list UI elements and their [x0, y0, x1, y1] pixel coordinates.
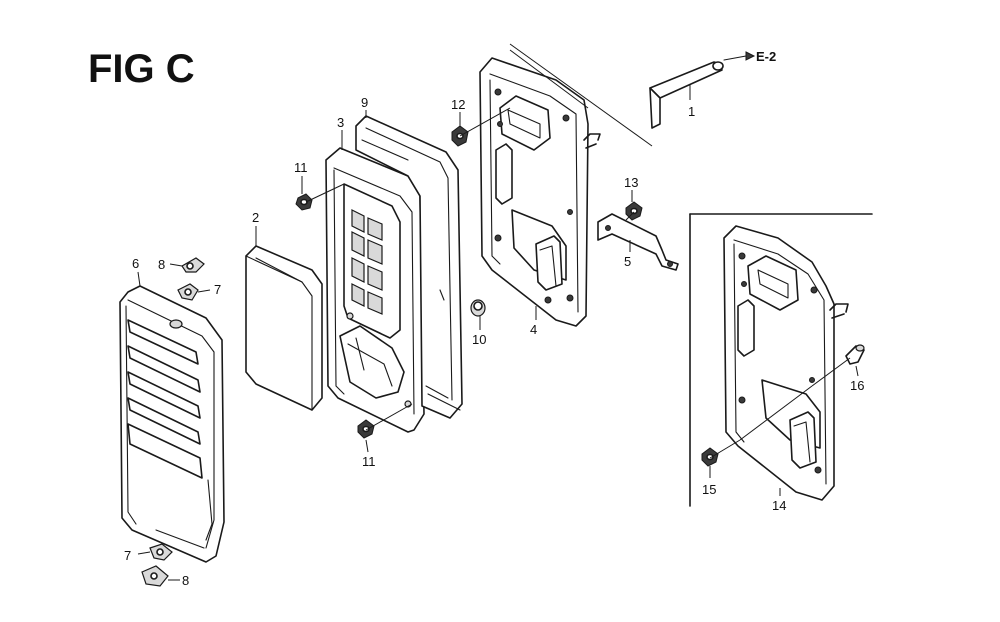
part-7-clip-bottom	[137, 543, 173, 561]
reference-label-e2: E-2	[756, 49, 776, 64]
part-1-breather-tube	[649, 61, 724, 129]
callout-16: 16	[850, 378, 864, 393]
part-4-base-plate	[479, 57, 601, 327]
callout-12: 12	[451, 97, 465, 112]
callout-10: 10	[472, 332, 486, 347]
callout-13: 13	[624, 175, 638, 190]
callout-4: 4	[530, 322, 537, 337]
part-15-nut	[701, 447, 719, 467]
callout-7-top: 7	[214, 282, 221, 297]
part-3-element-case	[325, 147, 425, 433]
callout-2: 2	[252, 210, 259, 225]
callout-14: 14	[772, 498, 786, 513]
part-8-clip-top	[169, 257, 205, 273]
callout-1: 1	[688, 104, 695, 119]
part-16-pin	[845, 344, 865, 365]
part-6-cleaner-cover	[119, 285, 225, 563]
callout-11-bottom: 11	[362, 454, 376, 469]
part-9-gasket	[355, 115, 463, 419]
leader-lines	[137, 43, 859, 496]
callout-7-bottom: 7	[124, 548, 131, 563]
callout-8-top: 8	[158, 257, 165, 272]
callout-8-bottom: 8	[182, 573, 189, 588]
figure-title: FIG C	[88, 47, 195, 91]
part-11-nut-bottom	[357, 419, 375, 439]
part-8-clip-bottom	[141, 565, 180, 587]
part-5-stay-bracket	[597, 213, 679, 271]
part-14-base-plate-alt	[723, 225, 849, 501]
callout-6: 6	[132, 256, 139, 271]
callout-9: 9	[361, 95, 368, 110]
part-10-grommet	[470, 299, 486, 317]
callout-3: 3	[337, 115, 344, 130]
part-2-filter-element	[245, 245, 323, 411]
callout-11-top: 11	[294, 160, 308, 175]
part-7-clip-top	[177, 283, 211, 301]
callout-15: 15	[702, 482, 716, 497]
callout-labels: 1 2 3 4 5 6 7 7 8 8 9 10 11 11 12 13 14 …	[124, 95, 864, 588]
callout-5: 5	[624, 254, 631, 269]
inset-frame	[689, 213, 873, 507]
part-11-nut-top	[295, 193, 313, 211]
